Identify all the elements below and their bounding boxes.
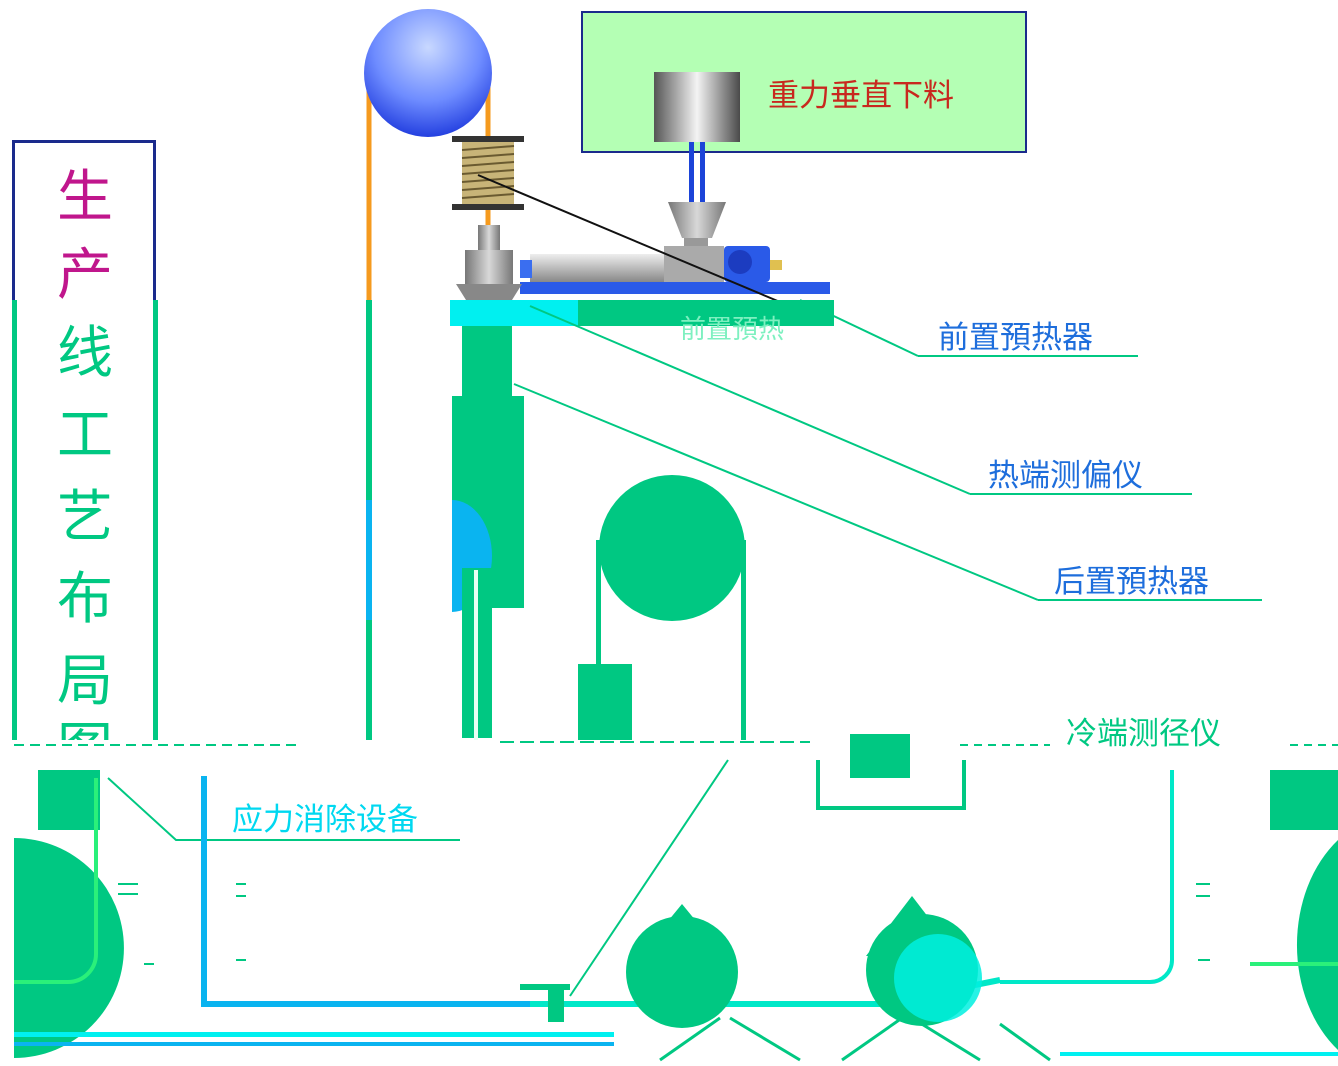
hot-end-gauge-label: 热端测偏仪 <box>988 458 1143 494</box>
extruder-barrel <box>530 254 678 282</box>
title-char-1: 生 <box>57 165 113 230</box>
title-char-4: 工 <box>57 403 113 468</box>
extruder-base <box>520 282 830 294</box>
gravity-feed-label: 重力垂直下料 <box>768 78 954 114</box>
extruder-hopper <box>668 202 726 238</box>
tank-box <box>816 760 966 810</box>
title-char-8: 图 <box>50 710 120 740</box>
platform-cyan <box>450 300 578 326</box>
title-char-5: 艺 <box>57 485 113 550</box>
right-reel <box>1296 840 1338 1050</box>
stress-relief-path <box>201 776 530 1007</box>
capstan-wheel <box>599 475 745 621</box>
front-preheater-label: 前置預热器 <box>938 320 1093 356</box>
cold-end-gauge-label: 冷端测径仪 <box>1066 716 1221 752</box>
title-char-7: 局 <box>57 649 113 714</box>
feed-pipe-left <box>689 142 694 202</box>
preform-ball <box>364 9 492 137</box>
stress-relief-label: 应力消除设备 <box>232 802 418 838</box>
rear-preheater-label: 后置預热器 <box>1054 564 1209 600</box>
tower-upper <box>462 326 512 396</box>
feed-hopper <box>654 72 740 142</box>
title-char-6: 布 <box>57 567 113 632</box>
tension-weight <box>578 664 632 740</box>
left-reel <box>14 838 124 1058</box>
title-char-2: 产 <box>57 243 113 308</box>
platform-green <box>578 300 834 326</box>
title-char-3: 线 <box>57 321 113 386</box>
feed-pipe-right <box>700 142 705 202</box>
svg-text:前置預热: 前置預热 <box>680 315 784 345</box>
crosshead-die <box>465 250 513 284</box>
